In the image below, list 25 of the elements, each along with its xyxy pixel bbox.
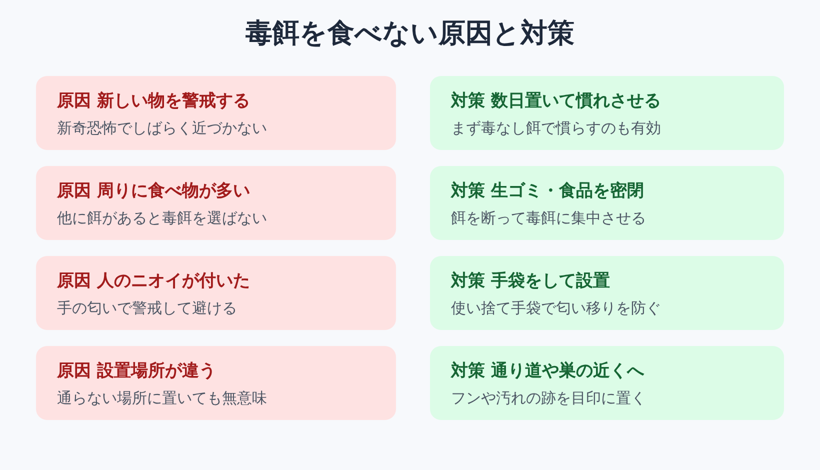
solution-heading: 対策 数日置いて慣れさせる — [451, 90, 661, 113]
solution-description: 使い捨て手袋で匂い移りを防ぐ — [451, 298, 661, 319]
cause-description: 手の匂いで警戒して避ける — [57, 298, 237, 319]
solution-card — [430, 256, 784, 330]
solution-card — [430, 166, 784, 240]
cause-card — [36, 346, 396, 420]
cause-description: 新奇恐怖でしばらく近づかない — [57, 118, 267, 139]
solution-description: まず毒なし餌で慣らすのも有効 — [451, 118, 661, 139]
title: 毒餌を食べない原因と対策 — [244, 17, 576, 51]
solution-heading: 対策 生ゴミ・食品を密閉 — [451, 180, 644, 203]
solution-heading: 対策 通り道や巣の近くへ — [451, 360, 644, 383]
cause-card — [36, 166, 396, 240]
cause-heading: 原因 周りに食べ物が多い — [57, 180, 250, 203]
cause-card — [36, 76, 396, 150]
cause-heading: 原因 人のニオイが付いた — [57, 270, 250, 293]
solution-heading: 対策 手袋をして設置 — [451, 270, 610, 293]
cause-description: 他に餌があると毒餌を選ばない — [57, 208, 267, 229]
cause-card — [36, 256, 396, 330]
solution-description: 餌を断って毒餌に集中させる — [451, 208, 646, 229]
solution-card — [430, 76, 784, 150]
cause-heading: 原因 新しい物を警戒する — [57, 90, 250, 113]
solution-description: フンや汚れの跡を目印に置く — [451, 388, 646, 409]
cause-heading: 原因 設置場所が違う — [57, 360, 216, 383]
cause-description: 通らない場所に置いても無意味 — [57, 388, 267, 409]
solution-card — [430, 346, 784, 420]
